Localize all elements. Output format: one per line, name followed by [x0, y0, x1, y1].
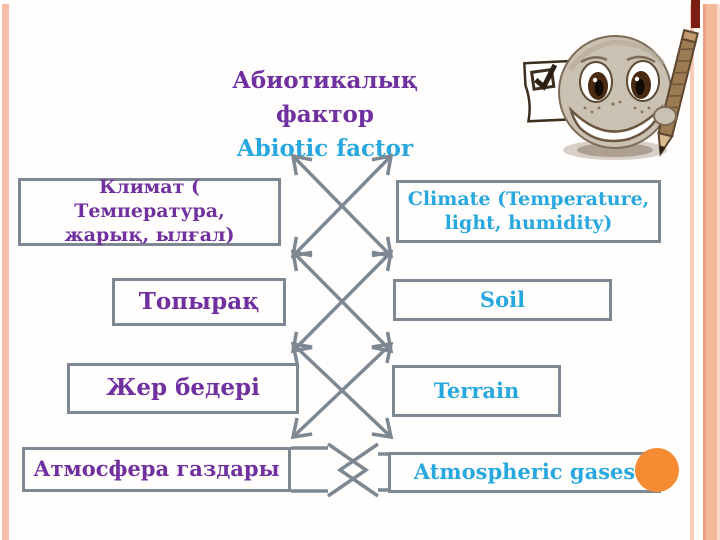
corner-accent-block — [691, 0, 700, 28]
title-line-kk-2: фактор — [276, 101, 374, 128]
title-line-en: Abiotic factor — [236, 135, 414, 162]
box-terrain-en: Terrain — [392, 365, 561, 417]
slide-title: Абиотикалық фактор Abiotic factor — [160, 64, 490, 166]
box-terrain-kk: Жер бедері — [67, 363, 299, 414]
box-gases-kk: Атмосфера газдары — [22, 447, 291, 492]
left-edge-stripe — [2, 4, 9, 540]
right-edge-stripe — [706, 4, 717, 540]
box-climate-en: Climate (Temperature, light, humidity) — [396, 180, 661, 243]
box-soil-kk: Топырақ — [112, 278, 286, 326]
right-edge-stripe — [690, 4, 694, 540]
eyes — [579, 60, 660, 103]
smiley-pencil-illustration — [523, 28, 699, 160]
right-edge-stripe — [717, 4, 720, 540]
right-edge-stripe — [703, 4, 706, 540]
orange-accent-dot — [635, 448, 679, 492]
title-line-kk-1: Абиотикалық — [232, 67, 418, 94]
smile — [568, 103, 664, 143]
box-climate-kk: Климат ( Температура, жарық, ылғал) — [18, 176, 281, 246]
box-gases-en: Atmospheric gases — [388, 452, 661, 493]
freckles — [583, 100, 651, 114]
box-soil-en: Soil — [393, 279, 612, 321]
